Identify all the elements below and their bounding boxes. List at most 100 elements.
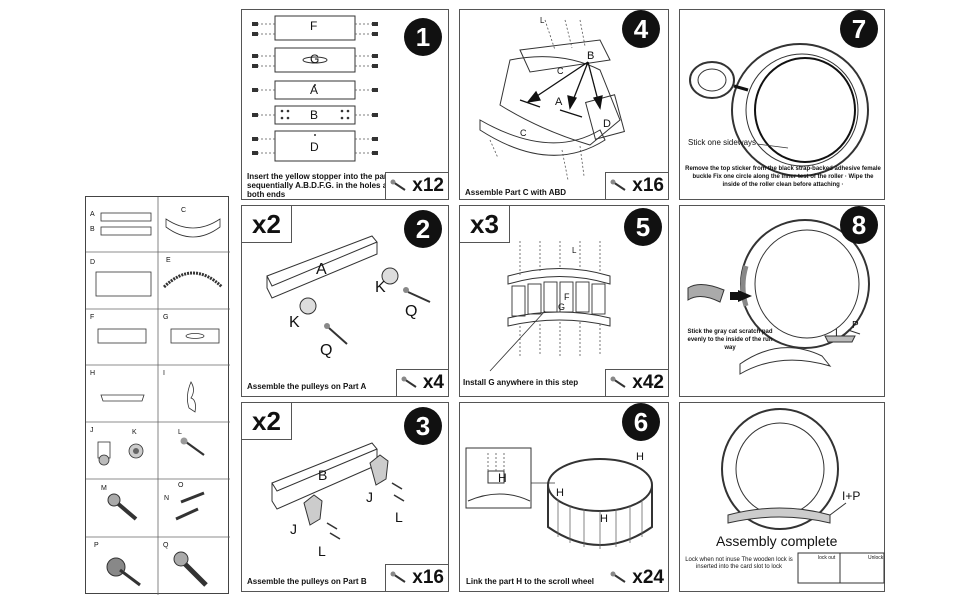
step-2-label-q-right: Q bbox=[405, 303, 418, 320]
part-label-f: F bbox=[90, 314, 95, 321]
step-5-label-l: L bbox=[572, 246, 577, 255]
screw-icon bbox=[610, 571, 626, 583]
step-6-label-h-3: H bbox=[600, 513, 608, 525]
step-1-caption: Insert the yellow stopper into the part … bbox=[247, 172, 390, 199]
step-4-drawing bbox=[479, 19, 626, 181]
step-7-callout: Stick one sideways bbox=[688, 138, 757, 147]
step-3-label-j-left: J bbox=[290, 521, 297, 537]
step-5-multiplier: x3 bbox=[460, 206, 510, 243]
part-label-d: D bbox=[90, 259, 96, 266]
step-1-drawing bbox=[252, 15, 378, 162]
step-1-count-box: x12 bbox=[385, 172, 448, 199]
step-5-panel: x3 G F L 5 Install G anywhere in this st… bbox=[459, 205, 669, 397]
step-2-panel: x2 A K K Q Q 2 Assemble the pulleys on P… bbox=[241, 205, 449, 397]
step-8-caption: Stick the gray cat scratch pad evenly to… bbox=[687, 329, 773, 351]
step-4-label-b: B bbox=[587, 50, 595, 62]
step-1-count: x12 bbox=[412, 175, 444, 196]
assembly-title: Assembly complete bbox=[716, 533, 838, 549]
step-3-drawing bbox=[271, 442, 405, 540]
step-7-panel: Stick one sideways 7 Remove the top stic… bbox=[679, 9, 885, 200]
step-8-drawing bbox=[687, 219, 870, 375]
step-6-label-h-1: H bbox=[636, 451, 644, 463]
step-3-badge: 3 bbox=[404, 407, 442, 445]
step-1-label-f: F bbox=[310, 19, 318, 33]
step-4-label-d: D bbox=[603, 118, 611, 130]
part-label-c: C bbox=[181, 207, 187, 214]
step-1-label-g: G bbox=[310, 52, 320, 66]
step-7-drawing bbox=[689, 43, 869, 177]
step-3-label-b: B bbox=[318, 467, 328, 483]
unlock-tag: Unlock bbox=[868, 555, 884, 561]
step-5-drawing bbox=[489, 241, 611, 372]
step-3-panel: x2 B J J L L 3 Assemble the pulleys on P… bbox=[241, 402, 449, 592]
step-2-count: x4 bbox=[422, 372, 444, 393]
step-2-label-k-left: K bbox=[289, 314, 300, 331]
part-label-k: K bbox=[132, 429, 137, 436]
step-3-multiplier: x2 bbox=[242, 403, 292, 440]
step-6-caption: Link the part H to the scroll wheel bbox=[466, 577, 595, 586]
step-5-caption: Install G anywhere in this step bbox=[463, 378, 579, 387]
part-label-p: P bbox=[94, 542, 99, 549]
part-label-n: N bbox=[164, 495, 170, 502]
part-label-m: M bbox=[101, 485, 107, 492]
part-label-g: G bbox=[163, 314, 169, 321]
screw-icon bbox=[390, 571, 406, 583]
assembly-complete-panel: I+P Assembly complete Lock when not inus… bbox=[679, 402, 885, 592]
part-label-l: L bbox=[178, 429, 182, 436]
step-2-label-k-right: K bbox=[375, 279, 386, 296]
step-8-badge: 8 bbox=[840, 206, 878, 244]
step-1-badge: 1 bbox=[404, 18, 442, 56]
step-3-count: x16 bbox=[412, 567, 444, 588]
step-4-label-c-bottom: C bbox=[520, 128, 527, 138]
step-3-count-box: x16 bbox=[385, 564, 448, 591]
lock-out-tag: lock out bbox=[818, 555, 836, 561]
step-1-label-d: D bbox=[310, 140, 319, 154]
step-1-panel: F G A B D 1 Insert the yellow stopper in… bbox=[241, 9, 449, 200]
step-5-label-g: G bbox=[558, 302, 566, 312]
part-label-h: H bbox=[90, 370, 96, 377]
part-label-j: J bbox=[90, 427, 94, 434]
step-4-label-c-top: C bbox=[557, 66, 564, 76]
step-2-badge: 2 bbox=[404, 210, 442, 248]
step-2-label-a: A bbox=[316, 261, 327, 278]
screw-icon bbox=[401, 376, 417, 388]
part-label-e: E bbox=[166, 257, 171, 264]
screw-icon bbox=[610, 179, 626, 191]
parts-table-drawing bbox=[86, 197, 230, 595]
step-4-caption: Assemble Part C with ABD bbox=[465, 188, 567, 197]
step-4-badge: 4 bbox=[622, 10, 660, 48]
step-2-drawing bbox=[266, 235, 431, 345]
lock-note: Lock when not inuse The wooden lock is i… bbox=[685, 557, 793, 570]
step-2-multiplier: x2 bbox=[242, 206, 292, 243]
step-7-caption: Remove the top sticker from the black st… bbox=[685, 166, 881, 188]
step-4-panel: B A C C D L 4 Assemble Part C with ABD x… bbox=[459, 9, 669, 200]
step-5-count: x42 bbox=[632, 372, 664, 393]
part-label-i: I bbox=[163, 370, 165, 377]
step-4-label-l: L bbox=[540, 16, 545, 25]
step-8-panel: P I 8 Stick the gray cat scratch pad eve… bbox=[679, 205, 885, 397]
step-6-badge: 6 bbox=[622, 403, 660, 441]
step-6-panel: H H H H 6 Link the part H to the scroll … bbox=[459, 402, 669, 592]
step-4-label-a: A bbox=[555, 96, 563, 108]
step-6-label-h-2: H bbox=[556, 487, 564, 499]
part-label-q: Q bbox=[163, 542, 169, 549]
step-8-label-p: P bbox=[852, 320, 859, 331]
step-6-label-h-detail: H bbox=[498, 471, 507, 485]
assembly-label-ip: I+P bbox=[842, 489, 861, 503]
part-label-o: O bbox=[178, 482, 184, 489]
parts-table: A B C D E F G H I J K L M N O P Q bbox=[85, 196, 230, 595]
step-3-caption: Assemble the pulleys on Part B bbox=[247, 577, 367, 586]
step-6-drawing bbox=[465, 447, 653, 549]
step-7-badge: 7 bbox=[840, 10, 878, 48]
screw-icon bbox=[610, 376, 626, 388]
step-2-count-box: x4 bbox=[395, 369, 448, 396]
step-5-badge: 5 bbox=[624, 208, 662, 246]
step-4-count: x16 bbox=[632, 175, 664, 196]
step-4-count-box: x16 bbox=[605, 172, 668, 199]
assembly-complete-drawing bbox=[721, 408, 885, 584]
step-1-label-b: B bbox=[310, 108, 319, 122]
step-8-label-i: I bbox=[835, 328, 838, 339]
step-6-count: x24 bbox=[632, 567, 664, 588]
step-2-caption: Assemble the pulleys on Part A bbox=[247, 382, 367, 391]
screw-icon bbox=[390, 179, 406, 191]
